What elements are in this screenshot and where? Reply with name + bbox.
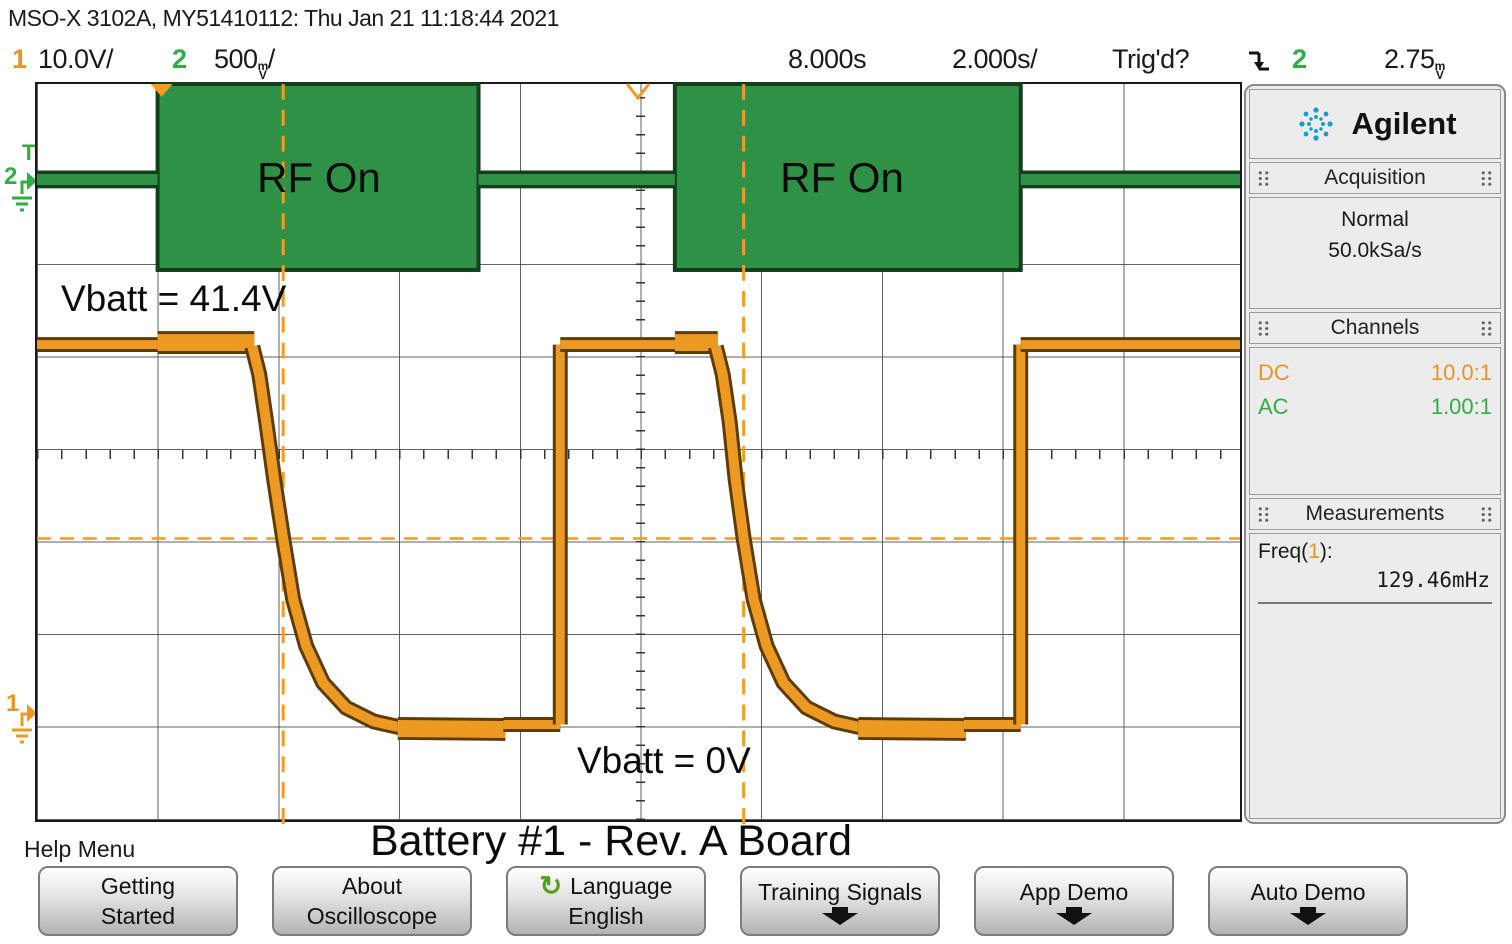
trigger-level-value: 2.75	[1384, 44, 1435, 74]
softkey-app-demo[interactable]: App Demo	[974, 866, 1174, 936]
ch2-reference-label[interactable]: 2	[4, 163, 18, 190]
measurements-panel: Freq(1): 129.46mHz	[1249, 533, 1501, 819]
measurement-value: 129.46mHz	[1258, 564, 1492, 604]
vbatt-high-annotation: Vbatt = 41.4V	[61, 278, 287, 319]
brand-name: Agilent	[1351, 106, 1457, 141]
channels-header[interactable]: Channels	[1249, 312, 1501, 344]
time-window: 8.000s	[788, 44, 867, 74]
softkey-language[interactable]: ↻Language English	[506, 866, 706, 936]
drag-grip-icon	[1257, 169, 1270, 187]
ch1-coupling-row: DC 10.0:1	[1258, 356, 1492, 390]
ch1-ground-marker-icon	[12, 704, 37, 744]
ch1-number[interactable]: 1	[12, 44, 27, 74]
channels-panel: DC 10.0:1 AC 1.00:1	[1249, 347, 1501, 495]
trace-plot	[37, 82, 1240, 832]
trigger-source-channel[interactable]: 2	[1292, 44, 1307, 74]
falling-edge-trigger-icon	[1249, 51, 1269, 71]
ch2-coupling-row: AC 1.00:1	[1258, 390, 1492, 424]
ch2-coupling: AC	[1258, 394, 1289, 419]
rf-on-annotation: RF On	[257, 154, 381, 201]
drag-grip-icon	[1479, 319, 1493, 337]
menu-down-arrow-icon	[1056, 907, 1092, 925]
menu-down-arrow-icon	[1290, 907, 1326, 925]
measurements-header[interactable]: Measurements	[1249, 498, 1501, 530]
vertical-axis-ticks	[636, 84, 645, 820]
ch2-scale-value: 500	[214, 44, 258, 74]
trigger-status: Trig'd?	[1112, 44, 1190, 74]
measurements-title: Measurements	[1305, 502, 1445, 525]
measurement-name: Freq(1):	[1258, 540, 1333, 563]
acquisition-panel: Normal 50.0kSa/s	[1249, 197, 1501, 309]
timebase[interactable]: 2.000s/	[952, 44, 1038, 74]
ch1-reference-label[interactable]: 1	[6, 690, 20, 717]
softkey-getting-started[interactable]: Getting Started	[38, 866, 238, 936]
drag-grip-icon	[1480, 169, 1493, 187]
drag-grip-icon	[1479, 505, 1493, 523]
instrument-id-header: MSO-X 3102A, MY51410112: Thu Jan 21 11:1…	[8, 5, 559, 31]
board-title-annotation: Battery #1 - Rev. A Board	[370, 817, 853, 865]
sample-rate: 50.0kSa/s	[1328, 239, 1422, 262]
waveform-display: RF On RF On Vbatt = 41.4V Vbatt = 0V	[35, 82, 1242, 832]
vbatt-low-annotation: Vbatt = 0V	[577, 740, 751, 781]
drag-grip-icon	[1257, 319, 1270, 337]
softkey-about-oscilloscope[interactable]: About Oscilloscope	[272, 866, 472, 936]
ch2-scale-suffix: /	[267, 44, 276, 74]
ch1-scale[interactable]: 10.0V/	[38, 44, 114, 74]
acquisition-header[interactable]: Acquisition	[1249, 162, 1501, 194]
rf-on-annotation: RF On	[780, 154, 904, 201]
ch2-ground-marker-icon	[12, 172, 37, 212]
language-refresh-icon: ↻	[539, 871, 563, 901]
ch2-probe-ratio: 1.00:1	[1430, 394, 1492, 419]
drag-grip-icon	[1257, 505, 1270, 523]
acquisition-title: Acquisition	[1324, 166, 1426, 189]
help-menu-label: Help Menu	[24, 836, 136, 862]
menu-down-arrow-icon	[822, 907, 858, 925]
info-sidebar: Agilent Acquisition Normal 50.0kSa/s Cha…	[1244, 84, 1506, 824]
ch2-number[interactable]: 2	[172, 44, 187, 74]
softkey-auto-demo[interactable]: Auto Demo	[1208, 866, 1408, 936]
ch1-probe-ratio: 10.0:1	[1430, 360, 1492, 385]
brand-panel: Agilent	[1249, 89, 1501, 159]
agilent-spark-icon	[1299, 107, 1334, 141]
channels-title: Channels	[1330, 316, 1420, 339]
ch1-coupling: DC	[1258, 360, 1290, 385]
acquisition-mode: Normal	[1341, 208, 1409, 231]
softkey-training-signals[interactable]: Training Signals	[740, 866, 940, 936]
trigger-level-t-marker[interactable]: T	[22, 140, 36, 165]
